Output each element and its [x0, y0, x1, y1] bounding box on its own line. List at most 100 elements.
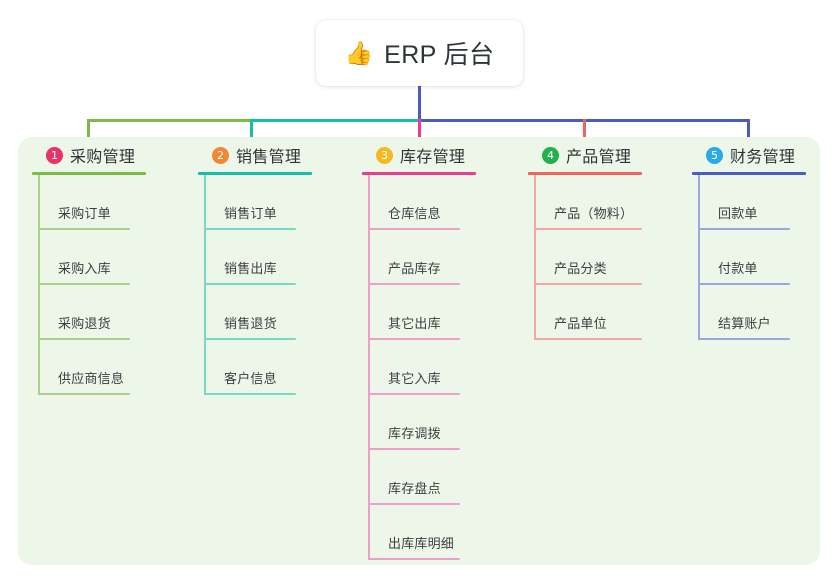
leaf-item-rule — [368, 393, 460, 395]
leaf-spine-finance — [698, 175, 700, 340]
leaf-item[interactable]: 其它入库 — [362, 340, 476, 395]
leaf-item-rule — [534, 338, 642, 340]
leaf-item-label: 产品分类 — [554, 261, 607, 276]
column-badge-finance: 5 — [706, 146, 723, 164]
leaf-item-label: 仓库信息 — [388, 206, 441, 221]
leaf-item[interactable]: 采购退货 — [32, 285, 146, 340]
connector-drop-inventory — [418, 119, 421, 147]
leaf-list-finance: 回款单付款单结算账户 — [692, 175, 806, 340]
leaf-item[interactable]: 客户信息 — [198, 340, 312, 395]
leaf-list-sales: 销售订单销售出库销售退货客户信息 — [198, 175, 312, 395]
leaf-item-label: 销售出库 — [224, 261, 277, 276]
leaf-item[interactable]: 销售退货 — [198, 285, 312, 340]
column-title-purchase: 采购管理 — [70, 149, 136, 166]
leaf-item[interactable]: 采购入库 — [32, 230, 146, 285]
leaf-item-label: 库存调拨 — [388, 426, 441, 441]
column-title-inventory: 库存管理 — [400, 149, 466, 166]
root-node[interactable]: 👍 ERP 后台 — [316, 20, 523, 86]
leaf-item[interactable]: 销售出库 — [198, 230, 312, 285]
leaf-item-rule — [698, 228, 790, 230]
column-purchase: 1 采购管理采购订单采购入库采购退货供应商信息 — [32, 142, 146, 395]
leaf-item-label: 销售订单 — [224, 206, 277, 221]
column-header-purchase[interactable]: 1 采购管理 — [32, 142, 146, 168]
leaf-item[interactable]: 产品库存 — [362, 230, 476, 285]
leaf-item-label: 产品库存 — [388, 261, 441, 276]
leaf-item-rule — [368, 338, 460, 340]
leaf-item[interactable]: 付款单 — [692, 230, 806, 285]
leaf-item[interactable]: 库存调拨 — [362, 395, 476, 450]
leaf-item[interactable]: 销售订单 — [198, 175, 312, 230]
leaf-list-product: 产品（物料） 产品分类产品单位 — [528, 175, 642, 340]
leaf-item-label: 出库库明细 — [388, 536, 455, 551]
leaf-item-rule — [38, 393, 130, 395]
leaf-item-rule — [534, 283, 642, 285]
column-rule-purchase — [32, 172, 146, 175]
leaf-item[interactable]: 仓库信息 — [362, 175, 476, 230]
leaf-item-label: 库存盘点 — [388, 481, 441, 496]
leaf-item-rule — [368, 558, 460, 560]
leaf-item[interactable]: 结算账户 — [692, 285, 806, 340]
leaf-item-rule — [368, 503, 460, 505]
column-sales: 2 销售管理销售订单销售出库销售退货客户信息 — [198, 142, 312, 395]
leaf-item-rule — [204, 393, 296, 395]
leaf-item-rule — [38, 228, 130, 230]
column-header-inventory[interactable]: 3 库存管理 — [362, 142, 476, 168]
column-rule-inventory — [362, 172, 476, 175]
leaf-item-label: 采购订单 — [58, 206, 111, 221]
column-badge-purchase: 1 — [46, 146, 63, 164]
leaf-item-label: 采购入库 — [58, 261, 111, 276]
leaf-item-label: 销售退货 — [224, 316, 277, 331]
leaf-item[interactable]: 采购订单 — [32, 175, 146, 230]
leaf-item-rule — [698, 283, 790, 285]
connector-drop-product — [583, 119, 586, 147]
leaf-item[interactable]: 产品分类 — [528, 230, 642, 285]
connector-drop-sales — [250, 119, 253, 147]
column-rule-sales — [198, 172, 312, 175]
leaf-item-label: 回款单 — [718, 206, 758, 221]
connector-drop-purchase — [87, 119, 90, 147]
leaf-item-label: 付款单 — [718, 261, 758, 276]
leaf-item-label: 客户信息 — [224, 371, 277, 386]
leaf-item-rule — [368, 448, 460, 450]
leaf-item-label: 其它出库 — [388, 316, 441, 331]
column-badge-product: 4 — [542, 146, 559, 164]
leaf-item[interactable]: 供应商信息 — [32, 340, 146, 395]
column-badge-inventory: 3 — [376, 146, 393, 164]
leaf-item-label: 采购退货 — [58, 316, 111, 331]
leaf-list-purchase: 采购订单采购入库采购退货供应商信息 — [32, 175, 146, 395]
thumbs-up-emoji: 👍 — [344, 39, 374, 66]
leaf-item[interactable]: 回款单 — [692, 175, 806, 230]
diagram-panel — [18, 137, 820, 565]
connector-trunk — [418, 86, 421, 122]
column-badge-sales: 2 — [212, 146, 229, 164]
column-header-sales[interactable]: 2 销售管理 — [198, 142, 312, 168]
leaf-item-label: 结算账户 — [718, 316, 771, 331]
leaf-item[interactable]: 出库库明细 — [362, 505, 476, 560]
leaf-item-rule — [534, 228, 642, 230]
column-rule-finance — [692, 172, 806, 175]
leaf-item-rule — [204, 338, 296, 340]
leaf-item-label: 产品（物料） — [554, 206, 634, 221]
leaf-item[interactable]: 产品单位 — [528, 285, 642, 340]
leaf-item[interactable]: 库存盘点 — [362, 450, 476, 505]
leaf-item-rule — [368, 228, 460, 230]
root-node-label: ERP 后台 — [384, 41, 495, 69]
column-inventory: 3 库存管理仓库信息产品库存其它出库其它入库库存调拨库存盘点出库库明细 — [362, 142, 476, 560]
leaf-item[interactable]: 产品（物料） — [528, 175, 642, 230]
column-rule-product — [528, 172, 642, 175]
leaf-item-label: 供应商信息 — [58, 371, 125, 386]
leaf-item-rule — [368, 283, 460, 285]
leaf-item-rule — [698, 338, 790, 340]
connector-drop-finance — [747, 119, 750, 147]
leaf-item-rule — [38, 283, 130, 285]
leaf-item-rule — [204, 228, 296, 230]
leaf-spine-sales — [204, 175, 206, 395]
column-title-sales: 销售管理 — [236, 149, 302, 166]
connector-bus-green — [87, 119, 251, 122]
connector-bus-teal — [250, 119, 419, 122]
leaf-item[interactable]: 其它出库 — [362, 285, 476, 340]
leaf-list-inventory: 仓库信息产品库存其它出库其它入库库存调拨库存盘点出库库明细 — [362, 175, 476, 560]
